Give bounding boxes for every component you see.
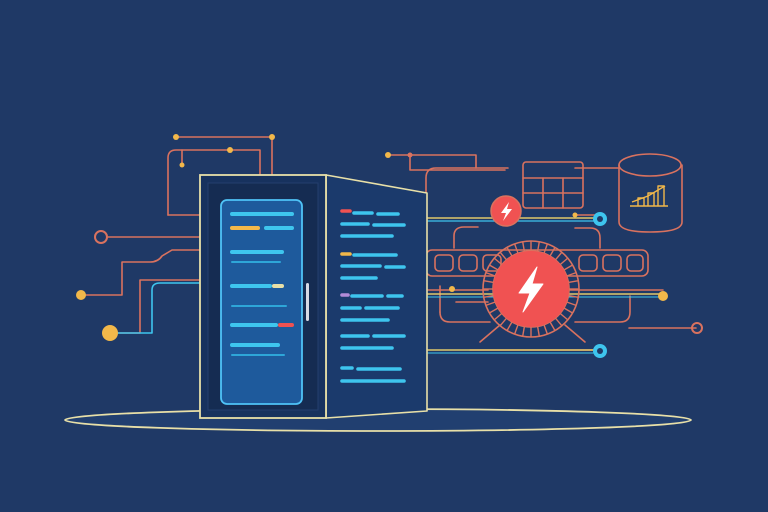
small-lightning-badge — [490, 195, 522, 227]
node-cyan-core — [597, 216, 603, 222]
gear-tick — [522, 326, 526, 337]
node-dot — [269, 134, 275, 140]
node-dot — [179, 162, 185, 168]
lightning-bolt-icon — [518, 266, 544, 313]
gear-tick — [549, 321, 556, 331]
node-dot — [385, 152, 391, 158]
node-dot — [449, 286, 455, 292]
gear-tick — [499, 251, 508, 261]
gear-tick — [559, 257, 569, 266]
gear-tick — [566, 271, 577, 277]
node-dot — [572, 212, 578, 218]
gear-tick — [536, 241, 540, 252]
gear-tick — [543, 324, 549, 335]
node-cyan-core — [597, 348, 603, 354]
left-cyan-trace — [109, 282, 201, 334]
side-data-bars — [340, 209, 406, 383]
gear-tick — [506, 247, 513, 257]
node-dot — [227, 147, 233, 153]
gear-tick — [499, 317, 508, 327]
gear-tick — [483, 294, 494, 298]
node-dot-large — [102, 325, 118, 341]
front-status-bars — [230, 212, 294, 356]
gear-tick — [549, 247, 556, 257]
gear-tick — [493, 257, 503, 266]
gear-tick — [559, 312, 569, 321]
gear-tick — [563, 307, 573, 314]
gear-tick — [506, 321, 513, 331]
server-front-screen — [220, 199, 303, 405]
node-dot — [407, 152, 413, 158]
gear-tick — [566, 301, 577, 307]
gear-tick — [513, 324, 519, 335]
node-dot — [173, 134, 179, 140]
gear-tick — [568, 294, 579, 298]
gear-tick — [489, 264, 499, 271]
node-ring — [94, 230, 108, 244]
gear-tick — [485, 301, 496, 307]
gear-tick — [483, 280, 494, 284]
gear-tick — [489, 307, 499, 314]
gear-tick — [522, 241, 526, 252]
gear-tick — [568, 280, 579, 284]
gear-tick — [563, 264, 573, 271]
gear-tick — [554, 317, 563, 327]
server-door-handle — [306, 283, 309, 321]
gear-tick — [554, 251, 563, 261]
bar-chart-icon — [630, 185, 668, 207]
node-dot — [76, 290, 86, 300]
gear-ticks — [483, 241, 579, 337]
gear-tick — [513, 243, 519, 254]
gear-tick — [536, 326, 540, 337]
main-lightning-badge — [493, 251, 569, 327]
node-ring — [691, 322, 703, 334]
gear-tick — [543, 243, 549, 254]
gear-tick — [493, 312, 503, 321]
gear-tick — [485, 271, 496, 277]
lightning-bolt-icon — [501, 202, 512, 221]
node-dot — [658, 291, 668, 301]
